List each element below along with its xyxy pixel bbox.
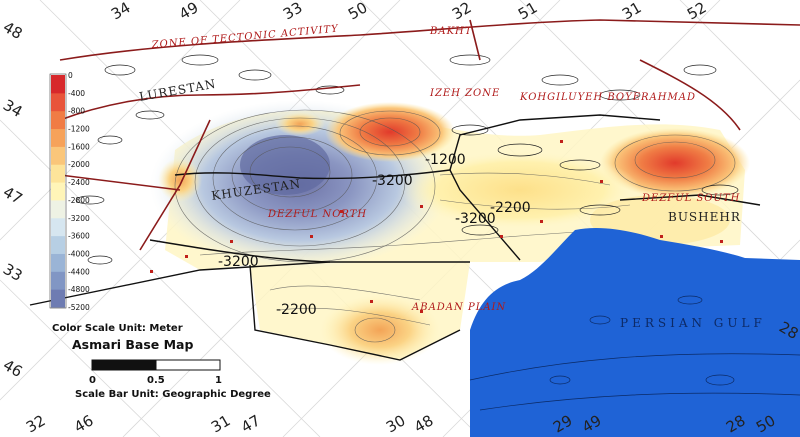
legend-swatch <box>51 128 65 147</box>
legend-swatch <box>51 75 65 94</box>
left-ticks: 48 34 47 33 46 <box>0 18 26 381</box>
legend-label: -2000 <box>68 160 90 169</box>
scale-bar-note: Scale Bar Unit: Geographic Degree <box>75 389 271 400</box>
tick-label: 47 <box>238 411 264 436</box>
legend-label: -800 <box>68 107 85 116</box>
izeh-high <box>325 102 455 162</box>
tick-label: 52 <box>684 0 710 23</box>
tick-label: 31 <box>208 411 234 436</box>
contour-label: -3200 <box>218 254 259 270</box>
tick-label: 33 <box>280 0 306 23</box>
scale-bar-label: 0.5 <box>147 375 165 386</box>
legend-swatch <box>51 199 65 219</box>
legend-label: -5200 <box>68 303 90 312</box>
tick-label: 32 <box>23 411 49 436</box>
legend-label: -2400 <box>68 178 90 187</box>
label-kohgiluyeh: KOHGILUYEH BOYERAHMAD <box>519 92 696 103</box>
color-scale-note: Color Scale Unit: Meter <box>52 323 183 334</box>
legend-label: 0 <box>68 71 73 80</box>
scale-bar-white <box>155 359 221 371</box>
contour-label: -1200 <box>425 152 466 168</box>
tick-label: 33 <box>0 260 26 285</box>
tick-label: 34 <box>0 96 26 121</box>
abadan-high <box>320 295 440 365</box>
label-bakhtiari: BAKHT <box>429 26 473 37</box>
legend-swatch <box>51 289 65 308</box>
legend-label: -4400 <box>68 267 90 276</box>
label-abadan-plain: ABADAN PLAIN <box>411 302 507 313</box>
zone-boundaries <box>29 114 761 361</box>
north-high <box>275 112 325 136</box>
legend-swatch <box>51 253 65 272</box>
contour-label: -2200 <box>276 302 317 318</box>
scale-bar-label: 0 <box>89 375 96 386</box>
gulf-islands <box>469 295 800 411</box>
tick-label: 48 <box>411 411 437 436</box>
contour-label: -2200 <box>490 200 531 216</box>
label-lurestan: LURESTAN <box>138 77 217 104</box>
tick-label: 50 <box>345 0 371 23</box>
label-persian-gulf: PERSIAN GULF <box>620 316 766 330</box>
legend-swatch <box>51 146 65 165</box>
scale-bar: 0 0.5 1 <box>89 359 222 386</box>
tick-label: 31 <box>619 0 645 23</box>
khuzestan-core <box>240 135 330 195</box>
tick-label: 34 <box>108 0 134 23</box>
tick-label: 47 <box>0 183 26 208</box>
legend-swatch <box>51 182 65 201</box>
tick-label: 49 <box>176 0 202 23</box>
legend-swatch <box>51 217 65 237</box>
legend-label: -4000 <box>68 249 90 258</box>
legend-swatch <box>51 164 65 183</box>
legend-swatch <box>51 110 65 130</box>
top-ticks: 34 49 33 50 32 51 31 52 <box>108 0 710 23</box>
tick-label: 48 <box>0 18 26 43</box>
label-dezful-south: DEZFUL SOUTH <box>641 193 740 204</box>
legend-label: -400 <box>68 89 85 98</box>
label-bushehr: BUSHEHR <box>668 210 741 224</box>
contour-label: -3200 <box>455 211 496 227</box>
label-dezful-north: DEZFUL NORTH <box>267 209 367 220</box>
legend-swatch <box>51 235 65 254</box>
legend-label: -3600 <box>68 232 90 241</box>
west-high <box>158 158 202 202</box>
legend-swatch <box>51 92 65 112</box>
scale-bar-black <box>91 359 157 371</box>
map-title: Asmari Base Map <box>72 337 193 352</box>
tick-label: 46 <box>0 356 26 381</box>
legend-label: -2800 <box>68 196 90 205</box>
tick-label: 51 <box>515 0 541 23</box>
scale-bar-label: 1 <box>215 375 222 386</box>
fars-high <box>600 128 750 198</box>
tick-label: 32 <box>449 0 475 23</box>
faults <box>59 19 800 251</box>
legend-label: -4800 <box>68 285 90 294</box>
tick-label: 30 <box>383 411 409 436</box>
well-markers <box>150 140 723 313</box>
legend-label: -1600 <box>68 142 90 151</box>
color-legend: 0 -400 -800 -1200 -1600 -2000 -2400 -2800 -3200 -… <box>49 71 90 312</box>
legend-label: -3200 <box>68 214 90 223</box>
legend-label: -1200 <box>68 125 90 134</box>
legend-swatch <box>51 271 65 290</box>
legend-frame <box>49 73 67 309</box>
contours <box>174 109 736 343</box>
label-izeh-zone: IZEH ZONE <box>429 88 500 99</box>
tick-label: 46 <box>71 411 97 436</box>
contour-label: -3200 <box>372 173 413 189</box>
contour-labels: -1200 -3200 -2200 -3200 -3200 -2200 <box>218 152 531 318</box>
